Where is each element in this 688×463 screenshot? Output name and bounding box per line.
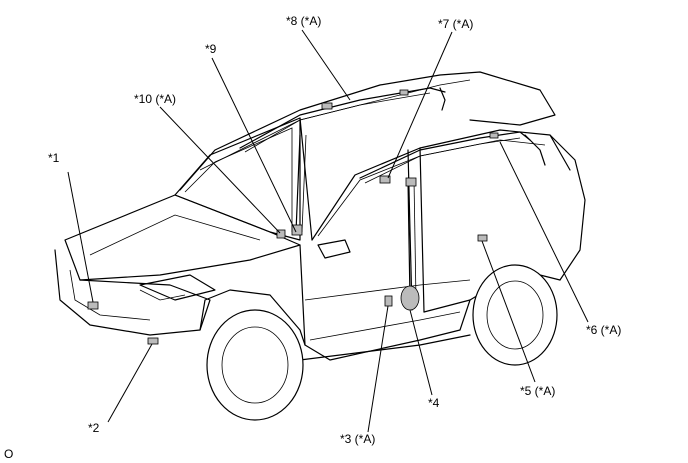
leader-8: [301, 29, 351, 101]
leader-2: [107, 343, 153, 423]
leader-10: [159, 106, 281, 234]
leader-7: [387, 31, 453, 179]
leader-6: [499, 141, 589, 323]
callout-3: *3 (*A): [340, 432, 375, 446]
leader-1: [67, 171, 94, 303]
leader-4: [409, 309, 433, 396]
callout-7: *7 (*A): [438, 17, 473, 31]
callout-6: *6 (*A): [586, 323, 621, 337]
leader-5: [481, 240, 536, 383]
figure-code: O: [4, 447, 13, 461]
callout-9: *9: [205, 42, 217, 56]
front-seat-belt: [291, 134, 307, 236]
callout-2: *2: [88, 421, 100, 435]
curtain-airbag-left: [239, 87, 446, 153]
leader-9: [211, 57, 297, 233]
callout-1: *1: [48, 151, 60, 165]
leader-3: [367, 305, 389, 433]
a-pillar-sensor-10: [276, 229, 286, 239]
front-sensor-2: [147, 337, 159, 345]
callout-10: *10 (*A): [134, 92, 176, 106]
b-pillar-seat-belt: [400, 177, 420, 311]
side-sensor-3: [384, 295, 393, 307]
front-wheel: [206, 309, 304, 421]
callout-5: *5 (*A): [520, 384, 555, 398]
callout-4: *4: [428, 396, 440, 410]
rear-sensor-5: [477, 234, 488, 242]
rear-wheel: [472, 264, 558, 366]
leader-lines: [67, 29, 589, 433]
callout-8: *8 (*A): [286, 14, 321, 28]
curtain-airbag-right: [359, 131, 546, 184]
callout-labels: *1 *2 *3 (*A) *4 *5 (*A) *6 (*A) *7 (*A)…: [48, 14, 621, 446]
front-sensor-1: [87, 301, 99, 310]
